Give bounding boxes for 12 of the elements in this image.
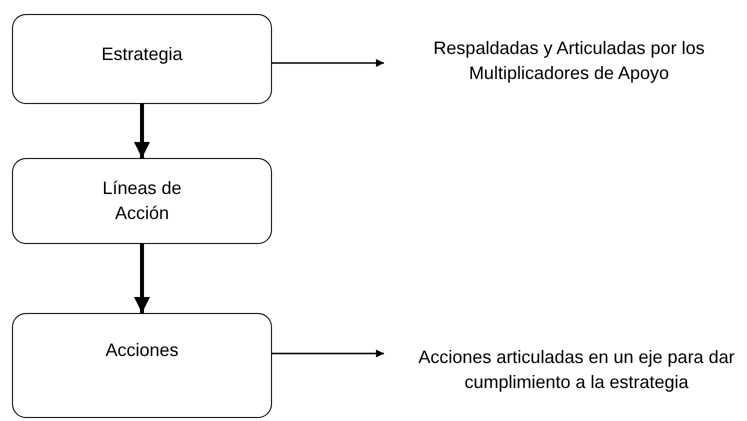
- process-box: [12, 313, 272, 418]
- arrow: [272, 59, 384, 67]
- process-box: [12, 158, 272, 244]
- arrow: [134, 104, 150, 158]
- note-text: Acciones articuladas en un eje para dar cumplimiento a la estrategia: [417, 346, 736, 394]
- box-label: Estrategia: [101, 42, 183, 66]
- process-box: [12, 14, 272, 104]
- arrow: [134, 244, 150, 313]
- note-text: Respaldadas y Articuladas por los Multiplicadores de Apoyo: [432, 37, 706, 85]
- arrow: [272, 350, 384, 358]
- box-label: Líneas de Acción: [101, 177, 183, 225]
- box-label: Acciones: [105, 339, 179, 362]
